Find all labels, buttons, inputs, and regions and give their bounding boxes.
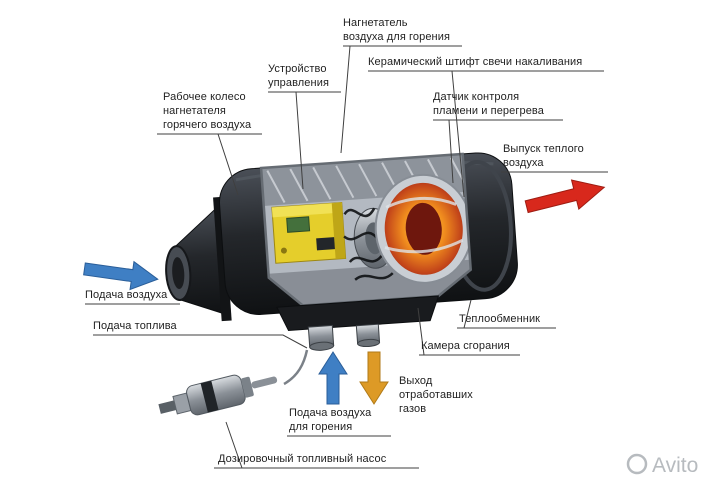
leader-flame-sensor [433, 119, 563, 184]
label-heat-exchanger: Теплообменник [459, 313, 541, 325]
control-unit-block [271, 201, 347, 264]
label-combustion-air-blower: Нагнетатель воздуха для горения [343, 17, 451, 44]
combustion-chamber-core [374, 173, 473, 284]
leader-combustion-chamber [417, 307, 520, 356]
label-flame-overheat-sensor: Датчик контроля пламени и перегрева [433, 91, 544, 118]
label-control-unit: Устройство управления [268, 63, 329, 90]
label-glow-plug: Керамический штифт свечи накаливания [368, 56, 583, 68]
heater-unit [165, 152, 518, 351]
leader-heat-exchanger [457, 299, 556, 329]
label-fuel-dosing-pump: Дозировочный топливный насос [218, 453, 387, 465]
avito-watermark-text: Avito [652, 454, 698, 477]
leader-lines [85, 45, 608, 469]
mounting-flange [276, 295, 440, 351]
avito-watermark: Avito [626, 453, 698, 477]
label-combustion-chamber: Камера сгорания [421, 340, 510, 352]
leader-fuel-supply [93, 334, 308, 349]
exhaust-arrow [359, 351, 389, 405]
leader-control-unit [268, 91, 341, 190]
cutaway-interior [261, 153, 473, 308]
leader-glow-plug [368, 70, 604, 198]
combustion-air-arrow [318, 351, 348, 405]
warm-air-arrow [524, 179, 606, 214]
fuel-pump [158, 374, 278, 416]
leader-combustion-air-blower [340, 45, 462, 154]
label-air-supply: Подача воздуха [85, 289, 168, 301]
wiring-harness [343, 207, 394, 281]
label-combustion-air-supply: Подача воздуха для горения [289, 407, 372, 434]
fuel-line [283, 349, 309, 386]
leader-impeller [157, 133, 262, 196]
leader-fuel-pump [214, 421, 419, 469]
avito-logo-icon [626, 453, 648, 475]
air-supply-arrow [83, 260, 159, 291]
label-exhaust-outlet: Выход отработавших газов [399, 375, 473, 416]
label-warm-air-outlet: Выпуск теплого воздуха [503, 143, 584, 170]
label-fuel-supply: Подача топлива [93, 320, 177, 332]
label-hot-air-impeller: Рабочее колесо нагнетателя горячего возд… [163, 91, 252, 132]
